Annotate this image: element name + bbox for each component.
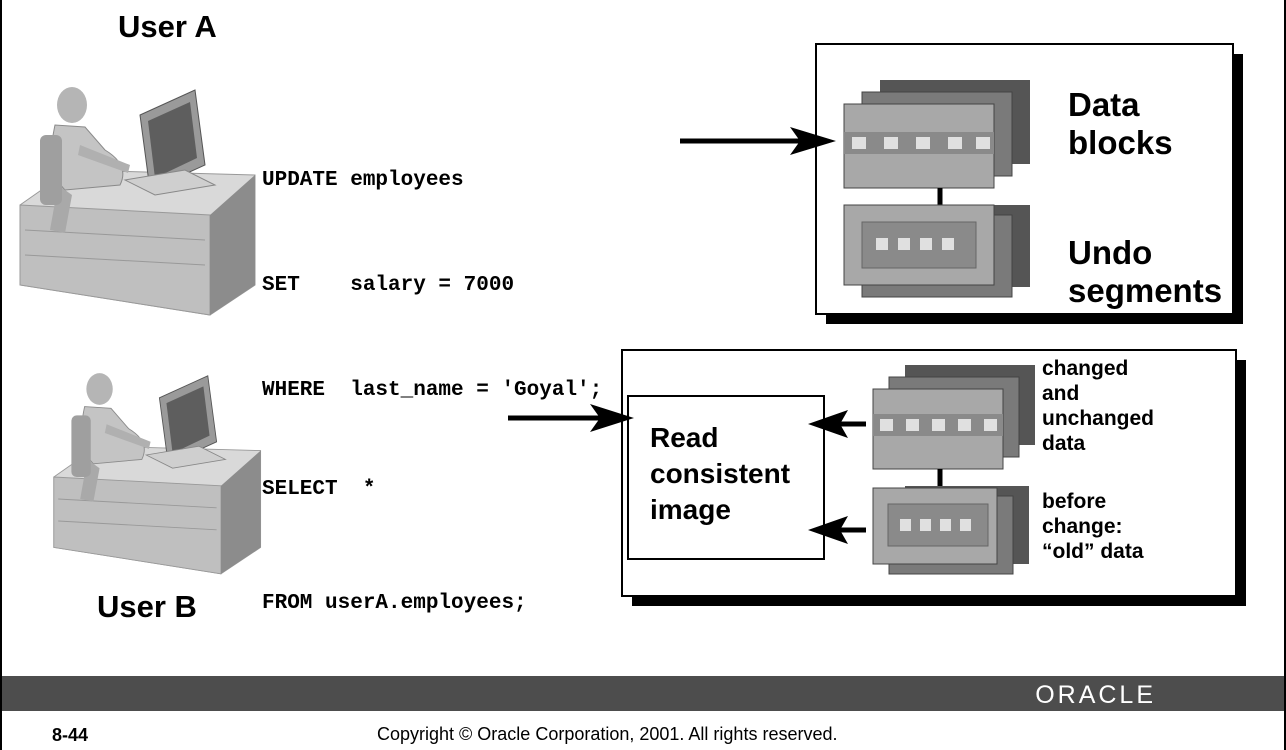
undo-stack-icon [872,486,1029,575]
data-blocks-label: Data blocks [1068,86,1173,161]
person-at-computer-icon [53,373,262,575]
code-line: FROM userA.employees; [262,592,527,615]
user-b-label: User B [97,589,197,624]
old-data-label: before change: “old” data [1042,490,1144,563]
copyright-notice: Copyright © Oracle Corporation, 2001. Al… [377,724,838,744]
select-statement: SELECT * FROM userA.employees; [262,395,527,699]
read-consistent-image-label: Read consistent image [650,422,791,525]
data-block-stack-icon [843,80,1030,189]
left-border [0,0,2,750]
undo-segments-label: Undo segments [1068,234,1223,309]
undo-stack-icon [843,204,1030,298]
person-at-computer-icon [19,87,256,316]
code-line: WHERE last_name = 'Goyal'; [262,379,603,402]
code-line: UPDATE employees [262,169,464,192]
update-statement: UPDATE employees SET salary = 7000 WHERE… [262,93,602,478]
data-block-stack-icon [872,365,1035,470]
oracle-logo: ORACLE [1035,681,1156,709]
arrow-icon [680,127,836,155]
code-line: SELECT * [262,478,376,501]
right-border [1284,0,1286,750]
page-number: 8-44 [52,725,89,745]
code-line: SET salary = 7000 [262,274,515,297]
user-a-label: User A [118,9,217,44]
arrow-icon [508,404,634,432]
footer-bar: ORACLE [2,676,1284,711]
read-consistent-box [627,395,825,560]
changed-data-label: changed and unchanged data [1042,357,1155,455]
arrow-icon [808,410,866,438]
arrow-icon [808,516,866,544]
